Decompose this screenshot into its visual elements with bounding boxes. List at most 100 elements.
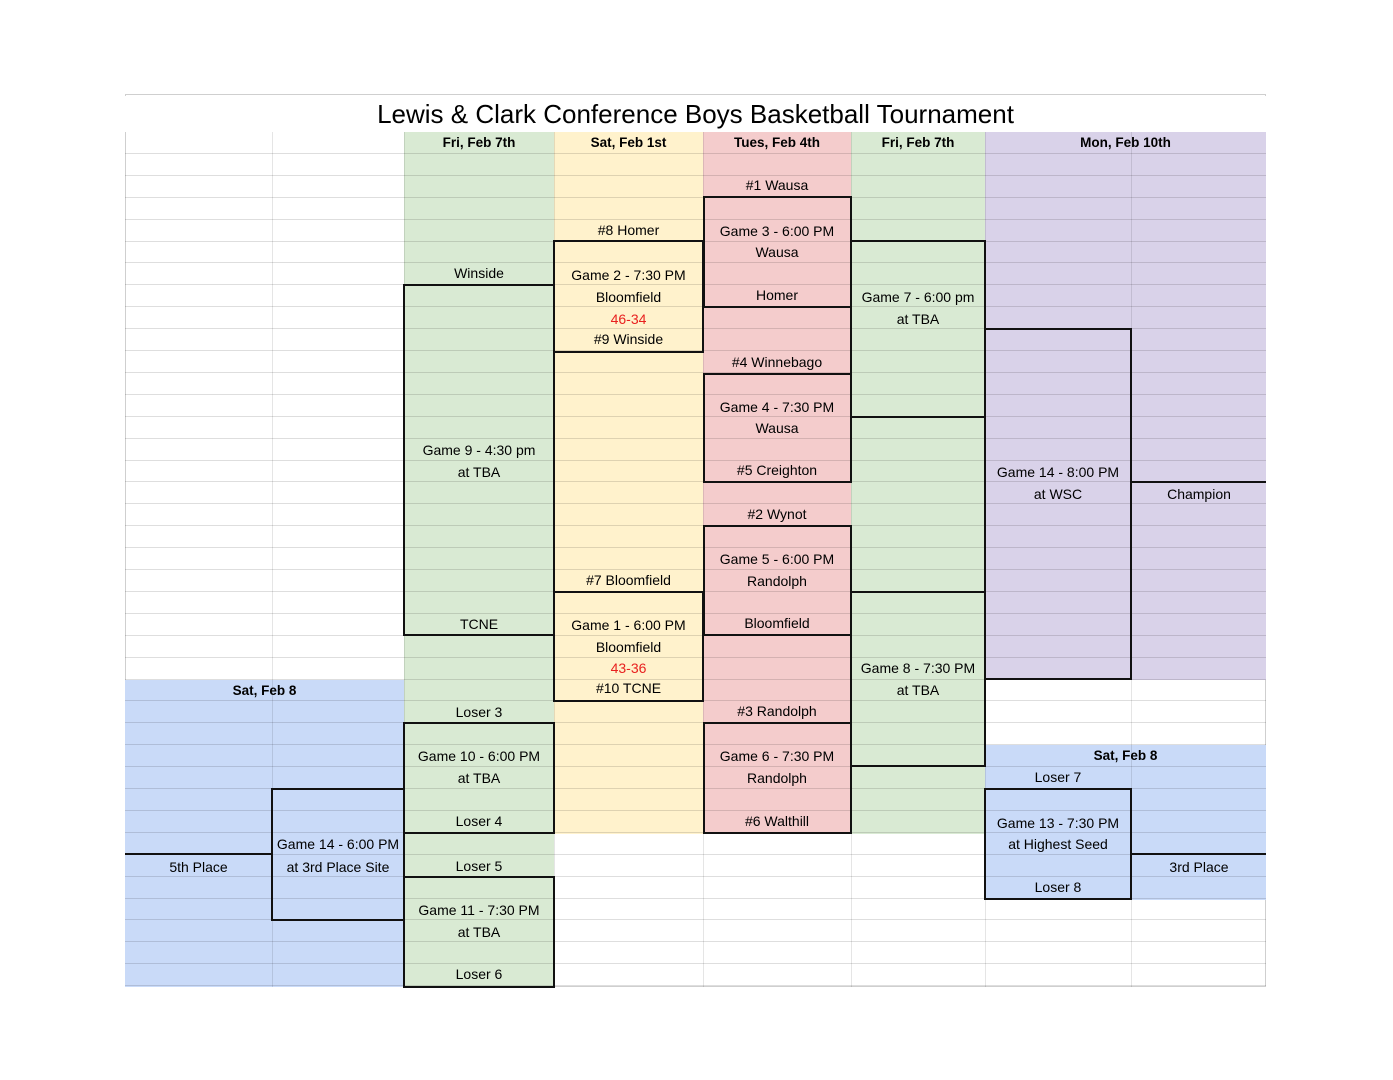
game6-label: Game 6 - 7:30 PM bbox=[719, 748, 835, 764]
game3-top-team: #1 Wausa bbox=[745, 177, 809, 193]
game5-top-team: #2 Wynot bbox=[747, 506, 807, 522]
game5-winner: Randolph bbox=[747, 573, 807, 589]
game13-bracket bbox=[984, 788, 1132, 900]
grid-row-line bbox=[125, 460, 1266, 461]
grid-row-line bbox=[125, 635, 1266, 636]
grid-column-line bbox=[272, 131, 273, 987]
grid-row-line bbox=[125, 328, 1266, 329]
game7-label: Game 7 - 6:00 pm bbox=[861, 289, 975, 305]
page-title: Lewis & Clark Conference Boys Basketball… bbox=[125, 96, 1266, 132]
game9-top-team: Winside bbox=[454, 265, 504, 281]
fifth-place-line bbox=[125, 853, 272, 855]
game5-bracket bbox=[703, 525, 852, 636]
grid-row-line bbox=[125, 744, 1266, 745]
game9-site: at TBA bbox=[457, 464, 501, 480]
game3-bottom-team: Homer bbox=[755, 287, 798, 303]
grid-row-line bbox=[125, 197, 1266, 198]
game6-bottom-team: #6 Walthill bbox=[744, 813, 810, 829]
game14-fifth-site: at 3rd Place Site bbox=[286, 859, 390, 875]
game10-bracket bbox=[403, 722, 555, 834]
header-consolation-left: Sat, Feb 8 bbox=[232, 683, 297, 698]
header-fri-feb7-b: Fri, Feb 7th bbox=[881, 135, 955, 150]
third-place-label: 3rd Place bbox=[1169, 859, 1229, 875]
game1-bracket bbox=[553, 591, 704, 702]
game14-fifth-bracket bbox=[271, 788, 405, 921]
game1-score: 43-36 bbox=[610, 660, 647, 676]
game3-label: Game 3 - 6:00 PM bbox=[719, 223, 835, 239]
grid-row-line bbox=[125, 503, 1266, 504]
game9-label: Game 9 - 4:30 pm bbox=[422, 442, 536, 458]
grid-row-line bbox=[125, 306, 1266, 307]
grid-row-line bbox=[125, 679, 1266, 680]
game6-winner: Randolph bbox=[747, 770, 807, 786]
grid-row-line bbox=[125, 153, 1266, 154]
grid-row-line bbox=[125, 394, 1266, 395]
game2-winner: Bloomfield bbox=[595, 289, 662, 305]
game7-site: at TBA bbox=[896, 311, 940, 327]
game4-top-team: #4 Winnebago bbox=[731, 354, 823, 370]
game4-label: Game 4 - 7:30 PM bbox=[719, 399, 835, 415]
grid-row-line bbox=[125, 876, 1266, 877]
game11-label: Game 11 - 7:30 PM bbox=[418, 902, 540, 918]
grid-row-line bbox=[125, 898, 1266, 899]
game10-top-team: Loser 3 bbox=[455, 704, 503, 720]
consolation-left-fill bbox=[125, 680, 404, 987]
game14-final-site: at WSC bbox=[1033, 486, 1083, 502]
game9-bracket bbox=[403, 284, 555, 636]
grid-row-line bbox=[125, 810, 1266, 811]
game4-winner: Wausa bbox=[755, 420, 799, 436]
grid-row-line bbox=[125, 438, 1266, 439]
game13-site: at Highest Seed bbox=[1008, 836, 1108, 852]
game2-score: 46-34 bbox=[610, 311, 647, 327]
champion-line bbox=[1131, 481, 1266, 483]
third-place-line bbox=[1131, 853, 1266, 855]
game10-site: at TBA bbox=[457, 770, 501, 786]
game10-label: Game 10 - 6:00 PM bbox=[417, 748, 541, 764]
header-consolation-right: Sat, Feb 8 bbox=[1093, 748, 1158, 763]
grid-row-line bbox=[125, 569, 1266, 570]
game13-label: Game 13 - 7:30 PM bbox=[996, 815, 1120, 831]
grid-row-line bbox=[125, 372, 1266, 373]
game4-bottom-team: #5 Creighton bbox=[736, 462, 818, 478]
game11-site: at TBA bbox=[457, 924, 501, 940]
fifth-place-label: 5th Place bbox=[169, 859, 228, 875]
game3-winner: Wausa bbox=[755, 244, 799, 260]
column-fri-feb7-b-fill bbox=[851, 131, 985, 834]
grid-row-line bbox=[125, 284, 1266, 285]
game6-bracket bbox=[703, 722, 852, 834]
game14-final-label: Game 14 - 8:00 PM bbox=[996, 464, 1120, 480]
header-fri-feb7-a: Fri, Feb 7th bbox=[442, 135, 516, 150]
grid-row-line bbox=[125, 854, 1266, 855]
game2-bottom-team: #9 Winside bbox=[593, 331, 664, 347]
grid-row-line bbox=[125, 525, 1266, 526]
game11-bracket bbox=[403, 876, 555, 988]
consolation-right-fill bbox=[985, 745, 1266, 900]
game2-label: Game 2 - 7:30 PM bbox=[571, 267, 686, 283]
grid-row-line bbox=[125, 963, 1266, 964]
grid-row-line bbox=[125, 832, 1266, 833]
game2-top-team: #8 Homer bbox=[597, 222, 660, 238]
grid-row-line bbox=[125, 722, 1266, 723]
game8-site: at TBA bbox=[896, 682, 940, 698]
game4-bracket bbox=[703, 373, 852, 483]
header-tues-feb4: Tues, Feb 4th bbox=[733, 135, 820, 150]
game1-top-team: #7 Bloomfield bbox=[586, 572, 671, 588]
grid-row-line bbox=[125, 941, 1266, 942]
grid-row-line bbox=[125, 657, 1266, 658]
game13-bottom-team: Loser 8 bbox=[1034, 879, 1082, 895]
game8-label: Game 8 - 7:30 PM bbox=[860, 660, 976, 676]
grid-row-line bbox=[125, 262, 1266, 263]
header-mon-feb10: Mon, Feb 10th bbox=[1080, 135, 1171, 150]
grid-row-line bbox=[125, 350, 1266, 351]
grid-row-line bbox=[125, 175, 1266, 176]
game11-bottom-team: Loser 6 bbox=[455, 966, 503, 982]
game14-final-bracket bbox=[984, 328, 1132, 680]
grid-row-line bbox=[125, 547, 1266, 548]
grid-row-line bbox=[125, 985, 1266, 986]
grid-row-line bbox=[125, 481, 1266, 482]
column-mon-feb10-fill bbox=[985, 131, 1266, 680]
grid-row-line bbox=[125, 788, 1266, 789]
champion-label: Champion bbox=[1167, 486, 1231, 502]
game13-top-team: Loser 7 bbox=[1034, 769, 1082, 785]
grid-row-line bbox=[125, 219, 1266, 220]
